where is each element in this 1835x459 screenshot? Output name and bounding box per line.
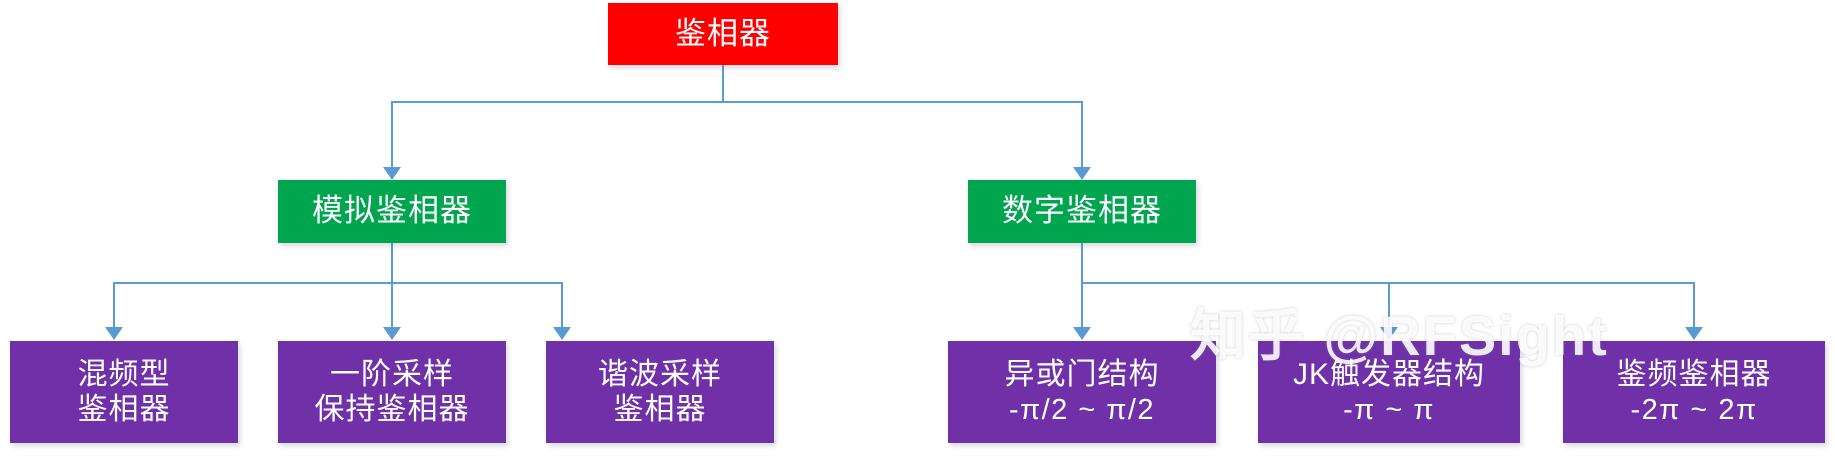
connector-to-xor-pd	[1081, 282, 1083, 327]
connector-digital-stem	[1081, 243, 1083, 282]
connector-root-stem	[722, 65, 724, 101]
connector-to-pfd	[1693, 282, 1695, 327]
connector-to-analog	[391, 101, 393, 167]
arrow-to-analog-icon	[383, 167, 401, 180]
connector-to-jk-pd	[1388, 282, 1390, 327]
node-harmonic-sampling-phase-detector[interactable]: 谐波采样 鉴相器	[546, 341, 774, 443]
node-sample-hold-phase-detector[interactable]: 一阶采样 保持鉴相器	[278, 341, 506, 443]
connector-to-mixer-pd	[113, 282, 115, 327]
node-harmonic-sampling-phase-detector-line2: 鉴相器	[613, 393, 707, 426]
node-harmonic-sampling-phase-detector-line1: 谐波采样	[598, 357, 722, 391]
node-root-phase-detector[interactable]: 鉴相器	[608, 3, 838, 65]
node-jk-flipflop-phase-detector-range: -π ~ π	[1343, 393, 1435, 426]
connector-analog-stem	[391, 243, 393, 282]
arrow-to-jk-pd-icon	[1380, 327, 1398, 340]
connector-to-harmonic-pd	[561, 282, 563, 327]
node-mixer-phase-detector-line2: 鉴相器	[77, 393, 171, 426]
arrow-to-mixer-pd-icon	[105, 327, 123, 340]
node-xor-gate-phase-detector-range: -π/2 ~ π/2	[1008, 393, 1156, 426]
connector-to-sample-hold-pd	[391, 282, 393, 327]
connector-to-digital	[1081, 101, 1083, 167]
node-mixer-phase-detector[interactable]: 混频型 鉴相器	[10, 341, 238, 443]
arrow-to-harmonic-pd-icon	[553, 327, 571, 340]
node-analog-phase-detector[interactable]: 模拟鉴相器	[278, 180, 506, 243]
node-root-label: 鉴相器	[675, 15, 771, 51]
node-phase-frequency-detector-range: -2π ~ 2π	[1630, 393, 1758, 426]
node-phase-frequency-detector-line1: 鉴频鉴相器	[1616, 358, 1772, 392]
arrow-to-digital-icon	[1073, 167, 1091, 180]
node-jk-flipflop-phase-detector-line1: JK触发器结构	[1292, 358, 1485, 392]
node-phase-frequency-detector[interactable]: 鉴频鉴相器 -2π ~ 2π	[1563, 341, 1825, 443]
node-digital-phase-detector-label: 数字鉴相器	[1002, 193, 1162, 229]
connector-analog-bus	[113, 282, 563, 284]
node-analog-phase-detector-label: 模拟鉴相器	[312, 193, 472, 229]
connector-level2-bus	[391, 101, 1083, 103]
node-mixer-phase-detector-line1: 混频型	[77, 357, 171, 391]
node-sample-hold-phase-detector-line1: 一阶采样	[330, 357, 454, 391]
arrow-to-sample-hold-pd-icon	[383, 327, 401, 340]
node-digital-phase-detector[interactable]: 数字鉴相器	[968, 180, 1196, 243]
node-jk-flipflop-phase-detector[interactable]: JK触发器结构 -π ~ π	[1258, 341, 1520, 443]
node-sample-hold-phase-detector-line2: 保持鉴相器	[314, 393, 470, 426]
arrow-to-pfd-icon	[1685, 327, 1703, 340]
node-xor-gate-phase-detector-line1: 异或门结构	[1004, 358, 1160, 392]
node-xor-gate-phase-detector[interactable]: 异或门结构 -π/2 ~ π/2	[948, 341, 1216, 443]
arrow-to-xor-pd-icon	[1073, 327, 1091, 340]
